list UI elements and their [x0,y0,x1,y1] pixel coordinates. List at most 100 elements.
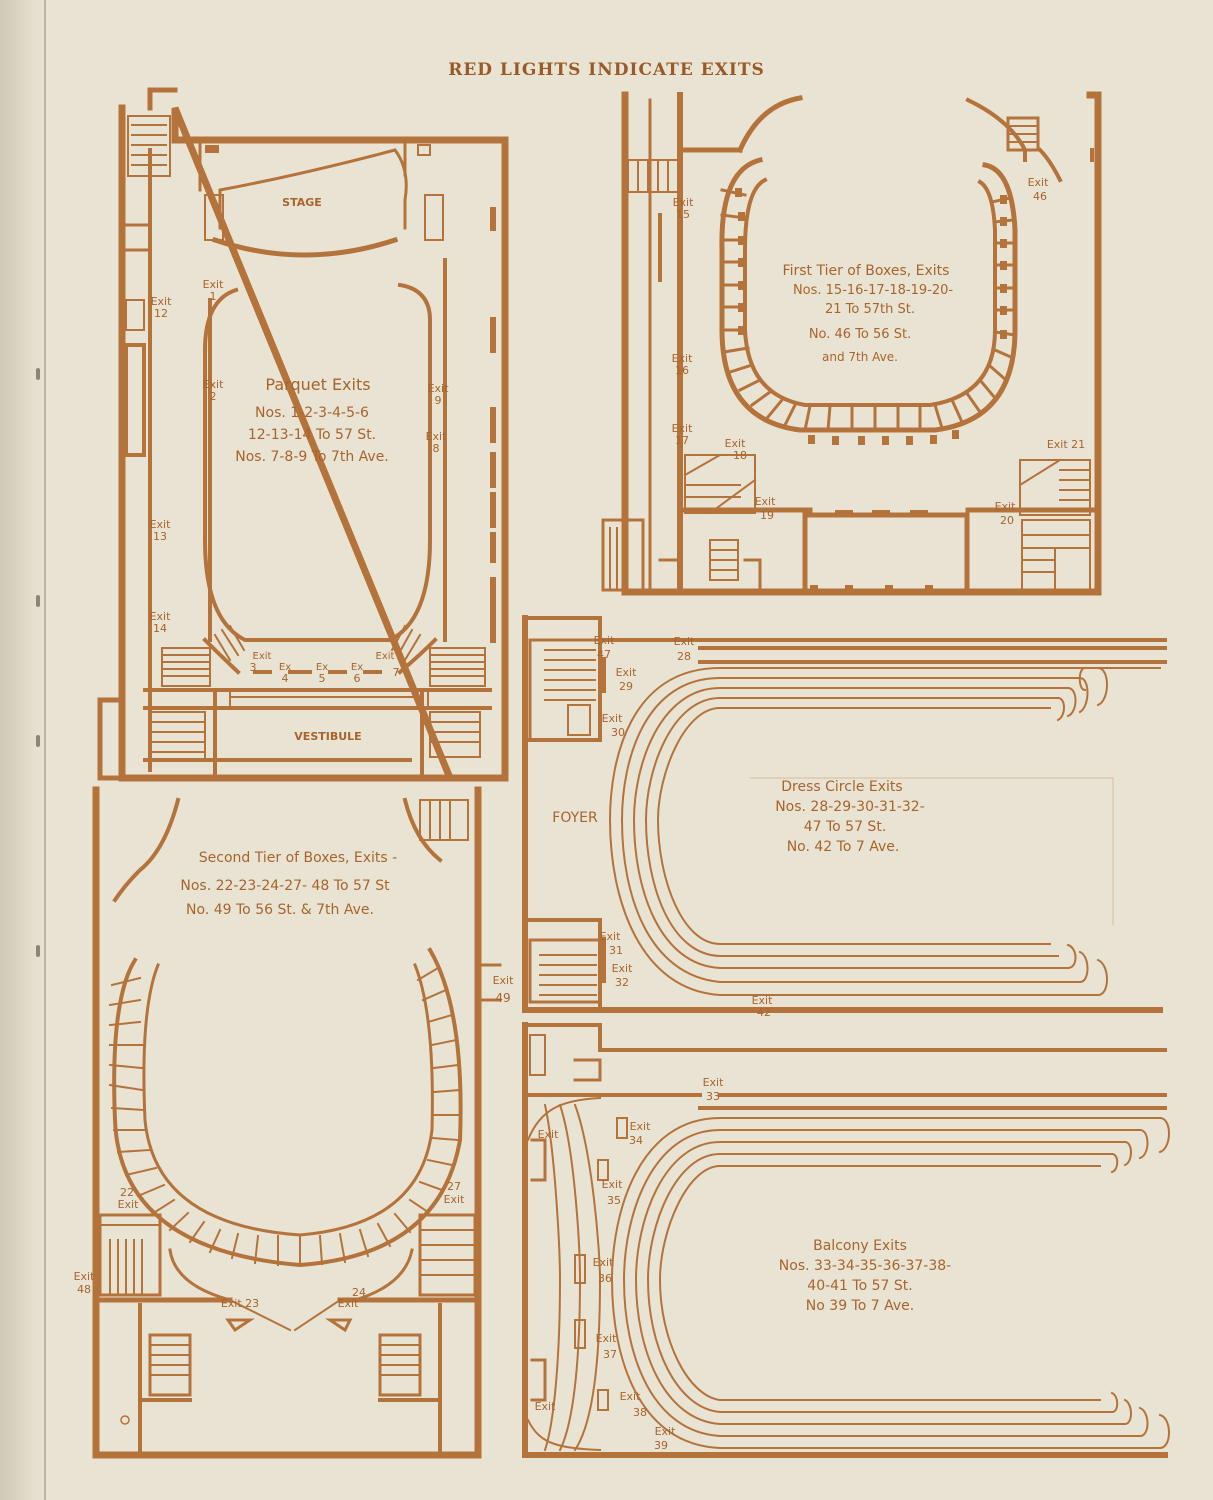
balcony-title: Balcony Exits [813,1238,907,1254]
exit-label: Exit [672,352,694,365]
exit-number: 7 [393,666,400,679]
parquet-line: Nos. 7-8-9 To 7th Ave. [235,449,389,465]
exit-number: 47 [597,648,611,661]
exit-label: Exit [616,666,638,679]
exit-number: 38 [633,1406,647,1419]
exit-number: 18 [733,449,747,462]
exit-number: 31 [609,944,623,957]
exit-label: Exit [602,712,624,725]
exit-label: Exit [602,1178,624,1191]
exit-label: Exit [630,1120,652,1133]
exit-number: 19 [760,509,774,522]
exit-label: Exit [150,610,172,623]
second-tier-line: Nos. 22-23-24-27- 48 To 57 St [180,878,390,894]
exit-number: 3 [250,661,257,674]
exit-label: Exit [376,651,395,662]
exit-label: Exit [253,651,272,662]
exit-number: 6 [354,672,361,685]
exit-label: Exit [674,635,696,648]
dress-circle-line: No. 42 To 7 Ave. [787,839,900,855]
exit-label: Ex [316,662,328,673]
exit-label: Exit [74,1270,96,1283]
exit-number: 39 [654,1439,668,1452]
exit-number: 12 [154,307,168,320]
balcony-line: 40-41 To 57 St. [807,1278,912,1294]
exit-label: Exit [426,430,448,443]
dress-circle-line: 47 To 57 St. [804,819,887,835]
exit-label: Exit [594,634,616,647]
exit-label: Exit 23 [221,1297,259,1310]
exit-number: 1 [210,290,217,303]
exit-label: Exit [444,1193,466,1206]
exit-label: Exit [203,278,225,291]
first-tier-line: Nos. 15-16-17-18-19-20- [793,283,953,298]
exit-label: Exit [752,994,774,1007]
exit-label: Exit [596,1332,618,1345]
exit-label: Exit [150,518,172,531]
exit-number: 16 [675,364,689,377]
staple-mark [36,595,40,607]
first-tier-title: First Tier of Boxes, Exits [783,263,950,279]
exit-number: 5 [319,672,326,685]
exit-label: Exit [703,1076,725,1089]
exit-number: 9 [435,394,442,407]
binding-fold [44,0,46,1500]
exit-label: Exit 21 [1047,438,1085,451]
exit-number: 34 [629,1134,643,1147]
foyer-label: FOYER [552,810,598,826]
staple-mark [36,735,40,747]
exit-number: 24 [352,1286,366,1299]
exit-label: Exit [600,930,622,943]
exit-label: Ex [279,662,291,673]
exit-number: 49 [495,991,510,1005]
exit-label: Exit [203,378,225,391]
first-tier-line: 21 To 57th St. [825,302,915,317]
parquet-line: 12-13-14 To 57 St. [248,427,376,443]
first-tier-line: and 7th Ave. [822,350,898,364]
exit-label: Exit [593,1256,615,1269]
exit-number: 8 [433,442,440,455]
exit-label: Exit [995,500,1017,513]
second-tier-line: No. 49 To 56 St. & 7th Ave. [186,902,374,918]
exit-number: 22 [120,1186,134,1199]
second-tier-title: Second Tier of Boxes, Exits - [199,850,397,866]
exit-label: Exit [493,974,515,987]
exit-label: Exit [655,1425,677,1438]
dress-circle-plan [522,615,1167,1013]
exit-label: Exit [725,437,747,450]
exit-number: 46 [1033,190,1047,203]
exit-label: Exit [151,295,173,308]
exit-number: 28 [677,650,691,663]
dress-circle-line: Nos. 28-29-30-31-32- [775,799,925,815]
exit-label: Exit [755,495,777,508]
exit-number: 17 [675,434,689,447]
staple-mark [36,368,40,380]
exit-number: 37 [603,1348,617,1361]
stage-label: STAGE [282,196,322,209]
binding-spine [0,0,48,1500]
exit-label: Exit [428,382,450,395]
balcony-plan [522,1022,1170,1458]
exit-number: 14 [153,622,167,635]
staple-mark [36,945,40,957]
exit-label: Exit [538,1128,560,1141]
exit-label: Exit [535,1400,557,1413]
dress-circle-title: Dress Circle Exits [781,779,902,795]
exit-number: 13 [153,530,167,543]
parquet-plan [97,87,509,782]
exit-number: 27 [447,1180,461,1193]
exit-number: 33 [706,1090,720,1103]
exit-number: 29 [619,680,633,693]
exit-label: Ex [351,662,363,673]
exit-number: 30 [611,726,625,739]
exit-number: 15 [676,208,690,221]
exit-number: 36 [598,1272,612,1285]
exit-number: 20 [1000,514,1014,527]
vestibule-label: VESTIBULE [294,730,361,743]
exit-label: Exit [673,196,695,209]
exit-number: 48 [77,1283,91,1296]
exit-number: 32 [615,976,629,989]
parquet-title: Parquet Exits [265,375,370,394]
